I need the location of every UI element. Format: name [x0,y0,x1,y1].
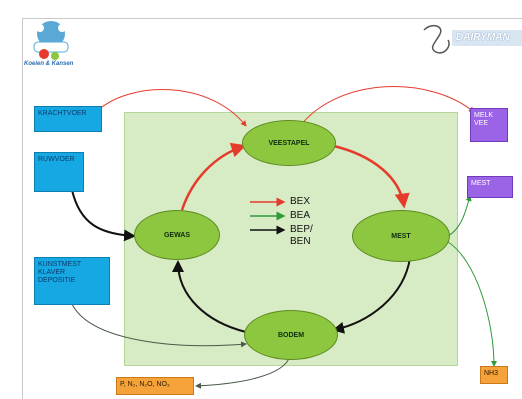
arrow-veestapel-melk [299,86,475,127]
brand-text: DAIRYMAN [456,32,510,43]
dairyman-brand: DAIRYMAN [418,20,522,60]
node-veestapel: VEESTAPEL [242,120,336,166]
legend-bex-label: BEX [290,196,311,207]
node-mest: MEST [352,210,450,262]
logo-text: Koeien & Kansen [24,61,74,67]
koeien-kansen-logo: Koeien & Kansen [22,14,80,76]
output-mest: MEST [467,176,513,198]
arrow-mest-bodem [332,257,411,334]
input-krachtvoer: KRACHTVOER [34,106,102,132]
arrow-gewas-veestapel [180,142,247,211]
node-bodem: BODEM [244,310,338,360]
slide-frame [22,18,522,399]
arrow-veestapel-mest [333,144,410,209]
dairyman-logo-icon [423,24,522,54]
arrow-mest-nh3 [447,241,497,367]
arrow-bodem-gewas [172,260,247,333]
cow-logo-icon [33,21,69,60]
output-emissions: P, N₂, N₂O, NO₃ [116,377,194,395]
input-kunstmest-klaver-depositie: KUNSTMEST KLAVER DEPOSITIE [34,257,110,305]
arrow-kunstmest-bodem [71,303,247,348]
arrow-krachtvoer-veestapel [95,89,247,127]
input-ruwvoer: RUWVOER [34,152,84,192]
arrow-bodem-emissions [195,355,291,389]
legend-bea-label: BEA [290,210,311,221]
output-melk-vee: MELK VEE [470,108,508,142]
node-gewas: GEWAS [134,210,220,260]
arrow-ruwvoer-gewas [71,189,136,242]
arrow-mest-output [447,195,472,237]
output-nh3: NH3 [480,366,508,384]
legend-bep-ben-label: BEP/ BEN [290,224,313,247]
